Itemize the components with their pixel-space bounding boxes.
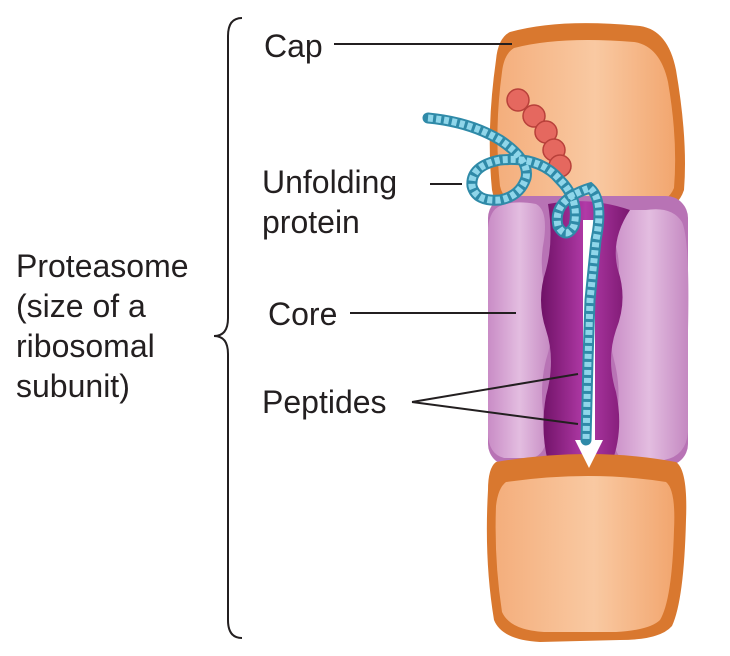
unfolding-protein-label: Unfolding protein [262,164,398,240]
peptides-leader-upper [411,373,579,403]
bottom-cap [486,454,687,642]
chain-segments [427,114,603,441]
peptides-leader-lower [411,401,579,425]
folded-bead [522,104,546,128]
proteasome-bracket [213,17,243,639]
core-right-lobe [610,209,689,460]
core-label: Core [268,296,338,332]
folded-bead [506,88,530,112]
leader-lines [334,43,579,425]
peptides-label: Peptides [262,384,387,420]
proteasome-label: Proteasome (size of a ribosomal subunit) [16,248,189,404]
cap-label: Cap [264,28,323,64]
core-left-lobe [488,202,552,458]
